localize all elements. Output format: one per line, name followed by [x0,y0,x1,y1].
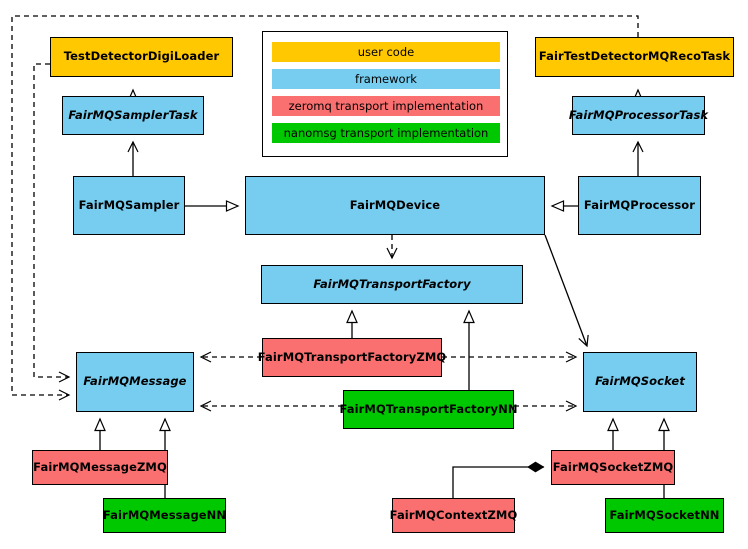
class-node-fairmqcontextzmq[interactable]: FairMQContextZMQ [390,498,517,533]
class-label: TestDetectorDigiLoader [63,49,220,64]
class-label: FairMQContextZMQ [389,507,518,522]
edge-contextzmq-to-socketzmq [452,461,545,498]
class-node-testdetectordigiloader[interactable]: TestDetectorDigiLoader [50,37,233,77]
legend-item-zeromq: zeromq transport implementation [272,96,500,116]
class-label: FairMQDevice [349,197,441,212]
legend-item-user-code: user code [272,42,500,62]
class-label: FairMQSamplerTask [68,107,198,122]
class-label: FairMQTransportFactoryNN [339,401,518,416]
legend-item-framework: framework [272,69,500,89]
class-node-fairmqmessage[interactable]: FairMQMessage [76,352,194,412]
class-label: FairMQSocketZMQ [552,459,674,474]
class-label: FairMQMessageNN [102,507,227,522]
legend-label-user-code: user code [357,45,415,59]
legend-box: user code framework zeromq transport imp… [262,31,508,157]
class-node-fairmqsocket[interactable]: FairMQSocket [583,352,697,412]
class-label: FairMQProcessor [583,197,696,212]
class-label: FairMQSocket [595,374,685,389]
class-node-fairtestdetectormqrecotask[interactable]: FairTestDetectorMQRecoTask [535,37,734,77]
class-node-fairmqtransportfactoryzmq[interactable]: FairMQTransportFactoryZMQ [258,338,446,377]
class-label: FairMQSocketNN [609,507,720,522]
class-label: FairMQMessageZMQ [33,459,167,474]
class-label: FairMQTransportFactoryZMQ [257,349,447,364]
class-label: FairMQMessage [83,374,187,389]
legend-label-zeromq: zeromq transport implementation [288,99,484,113]
class-node-fairmqprocessortask[interactable]: FairMQProcessorTask [569,96,708,135]
class-label: FairMQSampler [78,197,180,212]
class-label: FairMQProcessorTask [568,107,709,122]
class-node-fairmqsampler[interactable]: FairMQSampler [73,176,185,235]
legend-label-nanomsg: nanomsg transport implementation [283,126,489,140]
class-node-fairmqsamplertask[interactable]: FairMQSamplerTask [62,96,204,135]
class-label: FairTestDetectorMQRecoTask [538,49,731,64]
class-node-fairmqmessagenn[interactable]: FairMQMessageNN [103,498,226,533]
class-node-fairmqsocketzmq[interactable]: FairMQSocketZMQ [551,450,675,485]
edge-device-to-socket [544,234,589,348]
legend-item-nanomsg: nanomsg transport implementation [272,123,500,143]
class-node-fairmqmessagezmq[interactable]: FairMQMessageZMQ [32,450,168,485]
class-node-fairmqsocketnn[interactable]: FairMQSocketNN [605,498,724,533]
class-node-fairmqprocessor[interactable]: FairMQProcessor [578,176,701,235]
class-label: FairMQTransportFactory [313,276,471,291]
class-node-fairmqtransportfactory[interactable]: FairMQTransportFactory [261,265,523,304]
legend-label-framework: framework [355,72,417,86]
class-node-fairmqtransportfactorynn[interactable]: FairMQTransportFactoryNN [339,390,517,429]
class-node-fairmqdevice[interactable]: FairMQDevice [245,176,545,235]
